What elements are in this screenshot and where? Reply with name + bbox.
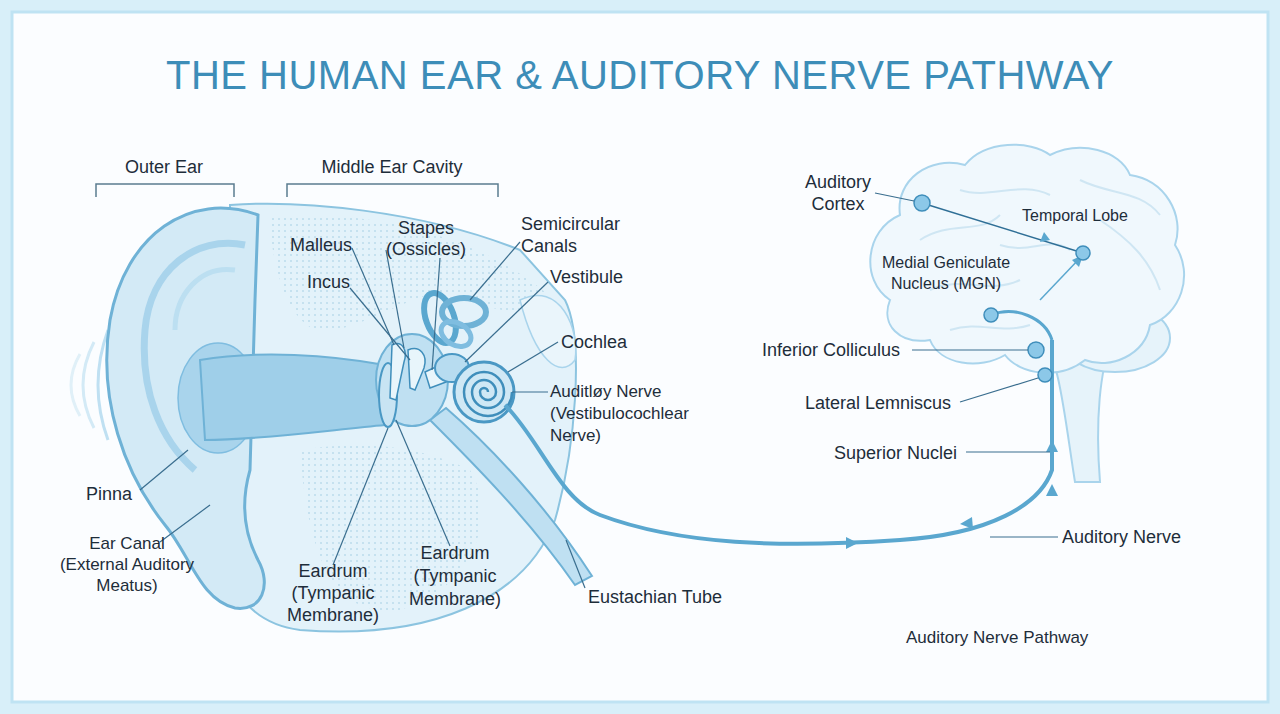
auditory-nerve-fiber: [505, 340, 1052, 544]
leader-lines: [140, 193, 1058, 588]
cochlea-spiral: [464, 372, 512, 416]
part-label: Temporal Lobe: [1022, 206, 1162, 226]
part-label: Vestibule: [550, 266, 660, 288]
leader-line: [333, 428, 388, 565]
part-label: Pinna: [86, 483, 156, 505]
flow-arrow: [846, 537, 858, 549]
leader-line: [966, 451, 1050, 452]
part-label: Eustachian Tube: [588, 586, 758, 608]
flow-arrow: [1046, 484, 1058, 496]
leader-line: [350, 288, 410, 360]
part-label: Eardrum (Tympanic Membrane): [400, 542, 510, 611]
leader-line: [990, 536, 1058, 537]
leader-line: [465, 282, 548, 362]
pathway-fiber: [991, 312, 1052, 340]
leader-line: [566, 540, 585, 588]
cochlea-shape: [454, 362, 514, 422]
part-label: Middle Ear Cavity: [312, 156, 472, 178]
incus-bone: [408, 349, 425, 390]
leader-line: [912, 349, 1028, 350]
flow-arrow: [1046, 440, 1058, 452]
part-label: Superior Nuclei: [834, 442, 984, 464]
leader-line: [508, 342, 558, 372]
part-label: Stapes (Ossicles): [371, 218, 481, 260]
flow-arrow: [960, 517, 973, 529]
pathway-dot: [914, 195, 930, 211]
part-label: Cochlea: [561, 331, 661, 353]
part-label: Auditløy Nerve (Vestibulocochlear Nerve): [550, 381, 720, 447]
bracket: [96, 184, 234, 197]
leader-line: [140, 450, 188, 490]
part-label: Auditory Cortex: [788, 171, 888, 215]
pathway-dot: [1028, 342, 1044, 358]
part-label: Medial Geniculate Nucleus (MGN): [871, 252, 1021, 294]
semicircular-canal: [437, 316, 476, 351]
part-label: Ear Canal (External Auditory Meatus): [57, 533, 197, 596]
pathway-dot: [984, 308, 998, 322]
part-label: Outer Ear: [104, 156, 224, 178]
antihelix-fold: [175, 269, 235, 330]
part-label: Incus: [280, 271, 350, 293]
part-label: Auditory Nerve: [1062, 526, 1222, 548]
pathway-line: [1040, 258, 1080, 300]
leader-line: [396, 420, 450, 546]
leader-line: [960, 378, 1038, 402]
diagram-title: THE HUMAN EAR & AUDITORY NERVE PATHWAY: [0, 50, 1280, 100]
leader-line: [160, 505, 210, 542]
leader-line: [432, 258, 440, 370]
leader-line: [512, 391, 548, 392]
middle-ear-cavity: [376, 334, 448, 426]
part-label: Inferior Colliculus: [762, 339, 937, 361]
leader-line: [386, 250, 404, 348]
flow-arrow: [1040, 232, 1050, 242]
part-label: Semicircular Canals: [521, 213, 646, 257]
part-label: Malleus: [262, 234, 352, 256]
leader-line: [875, 193, 914, 201]
part-label: Lateral Lemniscus: [805, 392, 970, 414]
temporal-bone: [268, 214, 545, 332]
bracket: [287, 184, 498, 197]
part-label: Auditory Nerve Pathway: [906, 627, 1136, 649]
part-label: Eardrum (Tympanic Membrane): [278, 560, 388, 626]
pathway-dot: [1038, 368, 1052, 382]
tissue-fold: [520, 295, 576, 367]
ear-canal-shape: [200, 355, 385, 440]
sound-wave: [83, 342, 94, 428]
panel-frame: [12, 12, 1268, 702]
leader-line: [470, 242, 520, 300]
sound-wave: [71, 354, 80, 416]
pathway-dot: [1076, 246, 1090, 260]
brain-outline: [870, 145, 1184, 373]
